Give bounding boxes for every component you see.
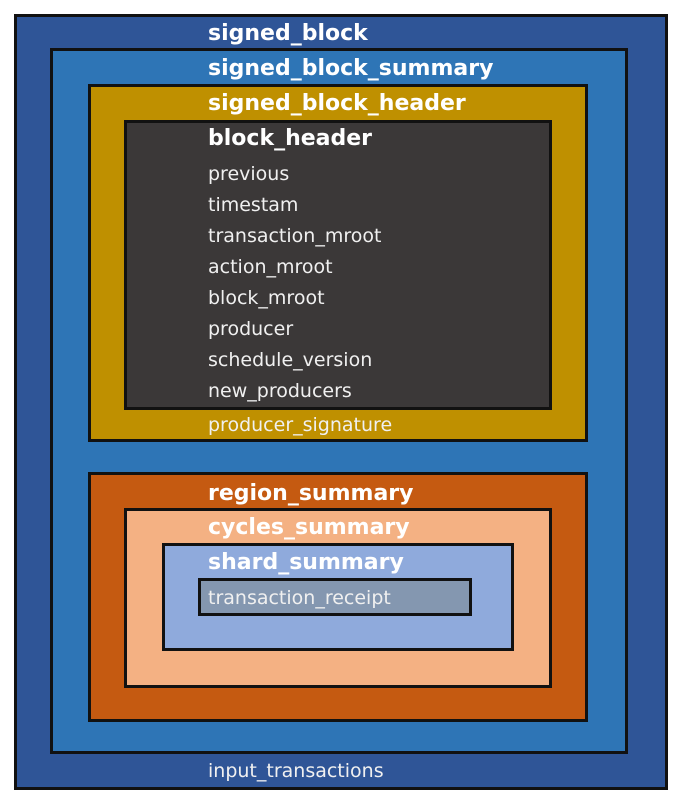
signed-block-header-label: signed_block_header xyxy=(208,91,466,116)
block-header-label: block_header xyxy=(208,126,373,151)
shard-summary-label: shard_summary xyxy=(208,550,404,575)
input-transactions-label: input_transactions xyxy=(208,760,384,782)
field-schedule-version: schedule_version xyxy=(208,349,373,371)
signed-block-label: signed_block xyxy=(208,21,368,46)
block-header-box xyxy=(124,120,552,410)
transaction-receipt-label: transaction_receipt xyxy=(208,587,391,609)
field-previous: previous xyxy=(208,163,290,185)
signed-block-summary-label: signed_block_summary xyxy=(208,56,494,81)
cycles-summary-label: cycles_summary xyxy=(208,515,410,540)
field-new-producers: new_producers xyxy=(208,380,352,402)
region-summary-label: region_summary xyxy=(208,481,414,506)
field-block-mroot: block_mroot xyxy=(208,287,325,309)
field-producer: producer xyxy=(208,318,294,340)
producer-signature-label: producer_signature xyxy=(208,414,393,436)
field-timestam: timestam xyxy=(208,194,299,216)
field-transaction-mroot: transaction_mroot xyxy=(208,225,382,247)
field-action-mroot: action_mroot xyxy=(208,256,333,278)
transaction-receipt-box xyxy=(198,578,472,616)
